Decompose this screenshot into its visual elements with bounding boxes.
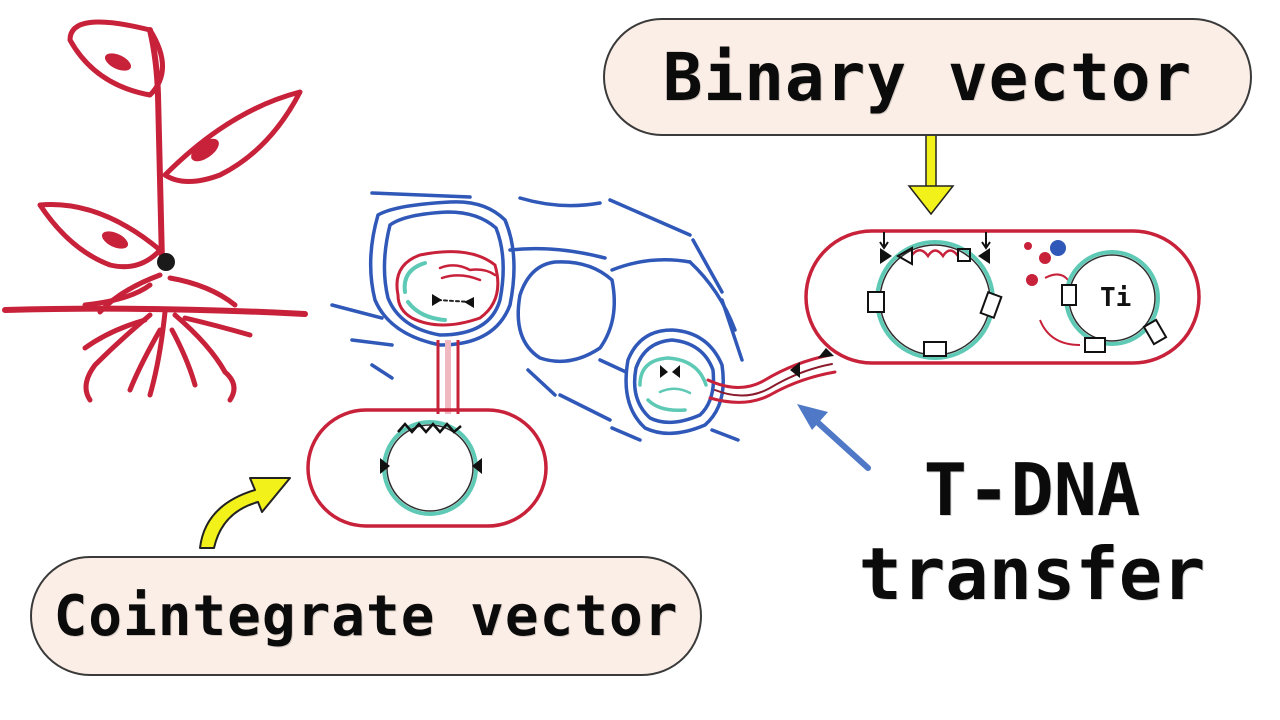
plant-cell-network bbox=[330, 191, 744, 442]
tdna-transfer-line-1: T-DNA bbox=[923, 448, 1141, 532]
agrobacterium-binary-cell: Ti bbox=[804, 229, 1201, 365]
cointegrate-vector-label: Cointegrate vector bbox=[30, 556, 702, 676]
tdna-transfer-arrow bbox=[797, 404, 871, 471]
binary-vector-label: Binary vector bbox=[603, 18, 1252, 136]
agrobacterium-cointegrate-cell bbox=[306, 340, 548, 528]
binary-vector-text: Binary vector bbox=[662, 38, 1193, 116]
plant-drawing-icon bbox=[2, 19, 308, 403]
nucleus-cell-3 bbox=[638, 356, 708, 413]
ti-plasmid-label: Ti bbox=[1100, 283, 1131, 313]
cointegrate-vector-text: Cointegrate vector bbox=[53, 583, 679, 649]
tdna-transfer-label: T-DNA transfer bbox=[842, 448, 1222, 616]
tdna-transfer-tube bbox=[706, 348, 837, 404]
nucleus-cell-1 bbox=[395, 250, 500, 327]
cointegrate-vector-arrow bbox=[199, 477, 291, 549]
tdna-transfer-line-2: transfer bbox=[858, 532, 1206, 616]
